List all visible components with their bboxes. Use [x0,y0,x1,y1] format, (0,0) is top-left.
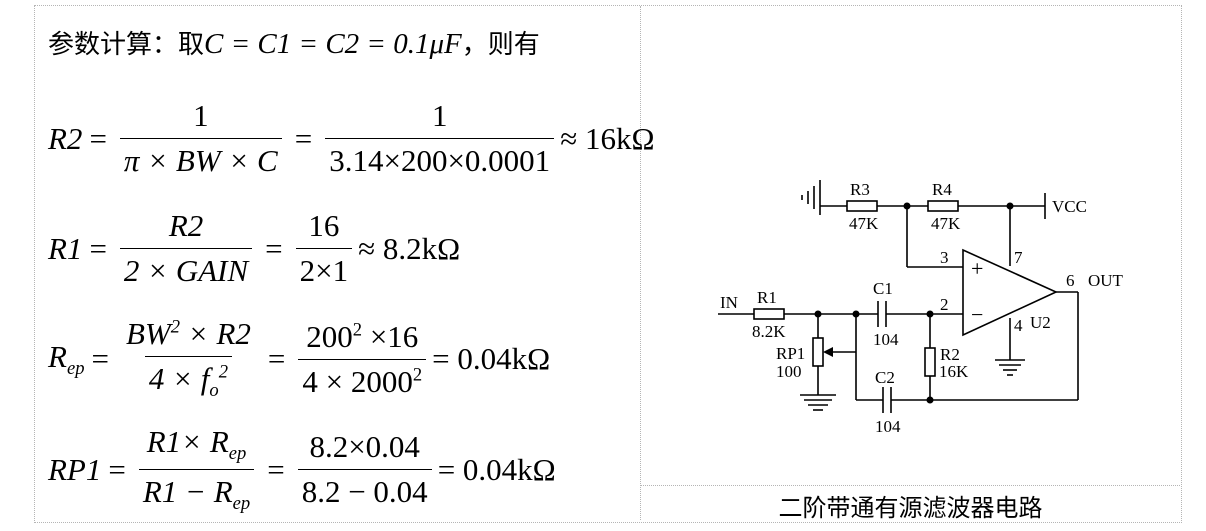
label-plus: + [971,256,983,281]
rep-fraction-2: 2002 ×16 4 × 20002 [298,319,427,400]
equation-rep: Rep = BW2 × R2 4 × fo2 = 2002 ×16 4 × 20… [48,316,551,402]
label-minus: − [971,302,983,327]
equation-r1: R1 = R2 2 × GAIN = 16 2×1 ≈ 8.2kΩ [48,208,461,289]
r2-result: ≈ 16kΩ [560,120,655,156]
rp1-fraction-1: R1× Rep R1 − Rep [138,424,255,515]
r1-result: ≈ 8.2kΩ [358,230,461,266]
label-c1-value: 104 [873,330,899,349]
rp1-lhs: RP1 [48,451,102,487]
label-c2-value: 104 [875,417,901,436]
intro-equation: C = C1 = C2 = 0.1μF [204,28,462,60]
rep-fraction-1: BW2 × R2 4 × fo2 [125,316,251,402]
intro-line: 参数计算：取 C = C1 = C2 = 0.1μF ，则有 [48,24,540,61]
wiper-arrow [823,347,833,357]
label-pin7: 7 [1014,248,1023,267]
resistor-r3 [846,200,878,212]
label-in: IN [720,293,738,312]
label-out: OUT [1088,271,1124,290]
equation-rp1: RP1 = R1× Rep R1 − Rep = 8.2×0.04 8.2 − … [48,424,556,515]
r2-lhs: R2 [48,120,83,156]
label-r4: R4 [932,180,952,199]
r1-fraction-1: R2 2 × GAIN [119,208,253,289]
label-r3: R3 [850,180,870,199]
rp1-result: = 0.04kΩ [437,451,556,487]
label-rp1: RP1 [776,344,805,363]
label-r2: R2 [940,345,960,364]
resistor-r4 [927,200,959,212]
label-pin4: 4 [1014,316,1023,335]
label-r1-value: 8.2K [752,322,786,341]
circuit-caption: 二阶带通有源滤波器电路 [778,496,1043,522]
label-vcc: VCC [1052,197,1087,216]
rp1-fraction-2: 8.2×0.04 8.2 − 0.04 [297,429,432,510]
r1-fraction-2: 16 2×1 [295,208,353,289]
label-c1: C1 [873,279,893,298]
equation-r2: R2 = 1 π × BW × C = 1 3.14×200×0.0001 ≈ … [48,98,655,179]
r1-lhs: R1 [48,230,83,266]
potentiometer-rp1 [812,337,824,367]
label-r1: R1 [757,288,777,307]
rep-lhs: Rep [48,338,85,379]
column-divider [640,6,641,520]
label-pin2: 2 [940,295,949,314]
label-pin6: 6 [1066,271,1075,290]
intro-suffix: ，则有 [461,30,540,59]
label-r3-value: 47K [849,214,879,233]
caption-divider [641,485,1180,486]
label-c2: C2 [875,368,895,387]
label-r2-value: 16K [939,362,969,381]
resistor-r2 [924,347,936,377]
content-frame [34,5,1182,523]
label-r4-value: 47K [931,214,961,233]
label-pin3: 3 [940,248,949,267]
r2-fraction-1: 1 π × BW × C [119,98,282,179]
rep-result: = 0.04kΩ [432,341,551,377]
intro-prefix: 参数计算：取 [48,30,205,59]
label-rp1-value: 100 [776,362,802,381]
resistor-r1 [753,308,785,320]
bandpass-filter-circuit: R3 47K R4 47K VCC 3 + 7 6 OUT IN R1 8.2K… [718,180,1124,436]
opamp-u2 [962,248,1058,337]
r2-fraction-2: 1 3.14×200×0.0001 [325,98,555,179]
label-u2: U2 [1030,313,1051,332]
